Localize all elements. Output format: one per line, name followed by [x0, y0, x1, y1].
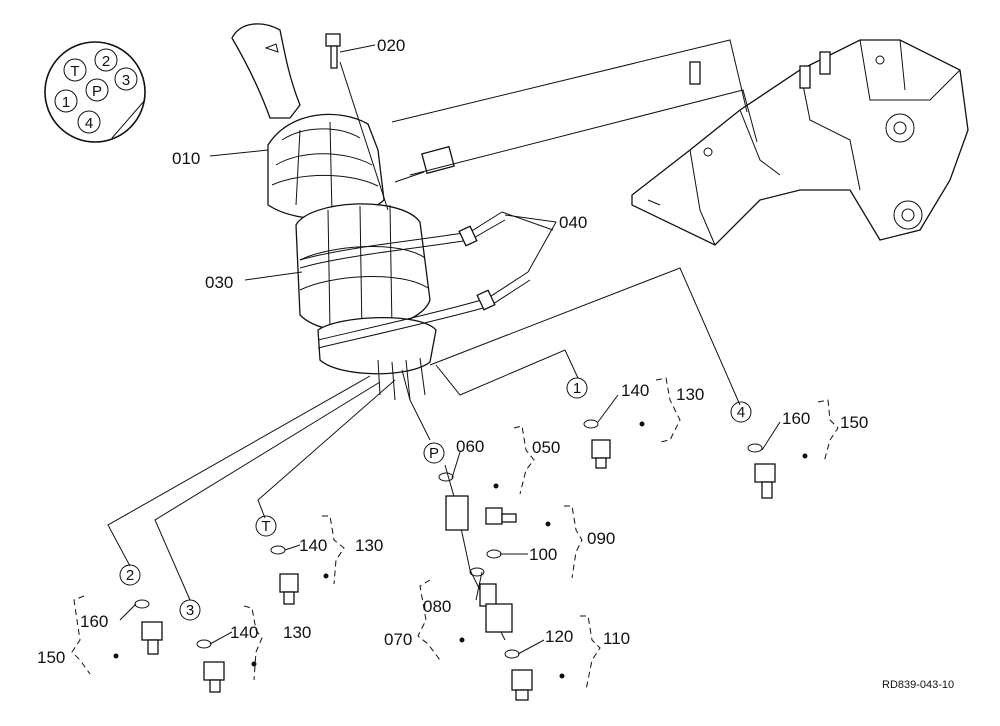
group-brackets: [71, 377, 839, 691]
connector-pin-layout: T 2 3 P 1 4: [44, 41, 146, 143]
pin-p-label: P: [92, 83, 102, 100]
port-2-marker: 2: [126, 567, 134, 584]
port-p-marker: P: [429, 445, 439, 462]
label-010: 010: [172, 149, 200, 168]
label-110: 110: [603, 629, 630, 648]
label-030: 030: [205, 273, 233, 292]
label-160-b: 160: [80, 612, 108, 631]
hose-routing-lines: [107, 39, 758, 641]
label-140-c: 140: [230, 623, 258, 642]
label-060: 060: [456, 437, 484, 456]
pin-2-label: 2: [102, 53, 110, 70]
label-150-b: 150: [37, 648, 65, 667]
label-130-b: 130: [355, 536, 383, 555]
pin-3-label: 3: [122, 72, 130, 89]
pin-1-label: 1: [62, 94, 70, 111]
label-100: 100: [529, 545, 557, 564]
port-markers: 1 4 P T 2 3: [119, 377, 752, 621]
label-140-a: 140: [621, 381, 649, 400]
label-050: 050: [532, 438, 560, 457]
label-120: 120: [545, 627, 573, 646]
label-leaders: [119, 44, 781, 655]
label-090: 090: [587, 529, 615, 548]
label-040: 040: [559, 213, 587, 232]
wire-connector: [394, 145, 455, 183]
cable-ties-040: [299, 211, 531, 349]
label-160-a: 160: [782, 409, 810, 428]
label-080: 080: [423, 597, 451, 616]
port-1-marker: 1: [573, 380, 581, 397]
pin-4-label: 4: [85, 115, 93, 132]
pin-t-label: T: [70, 63, 79, 80]
joystick-assembly: [231, 23, 437, 401]
mounting-bracket: [631, 39, 969, 246]
reference-code: RD839-043-10: [882, 679, 954, 691]
label-130-a: 130: [676, 385, 704, 404]
label-140-b: 140: [299, 536, 327, 555]
bolt-020: [325, 33, 341, 69]
port-4-marker: 4: [737, 404, 745, 421]
fittings: [113, 419, 808, 701]
label-130-c: 130: [283, 623, 311, 642]
label-150-a: 150: [840, 413, 868, 432]
port-t-marker: T: [261, 518, 270, 535]
part-number-labels: 010 020 030 040 140 130 160 150 060 050 …: [37, 36, 954, 691]
label-020: 020: [377, 36, 405, 55]
port-3-marker: 3: [186, 602, 194, 619]
label-070: 070: [384, 630, 412, 649]
